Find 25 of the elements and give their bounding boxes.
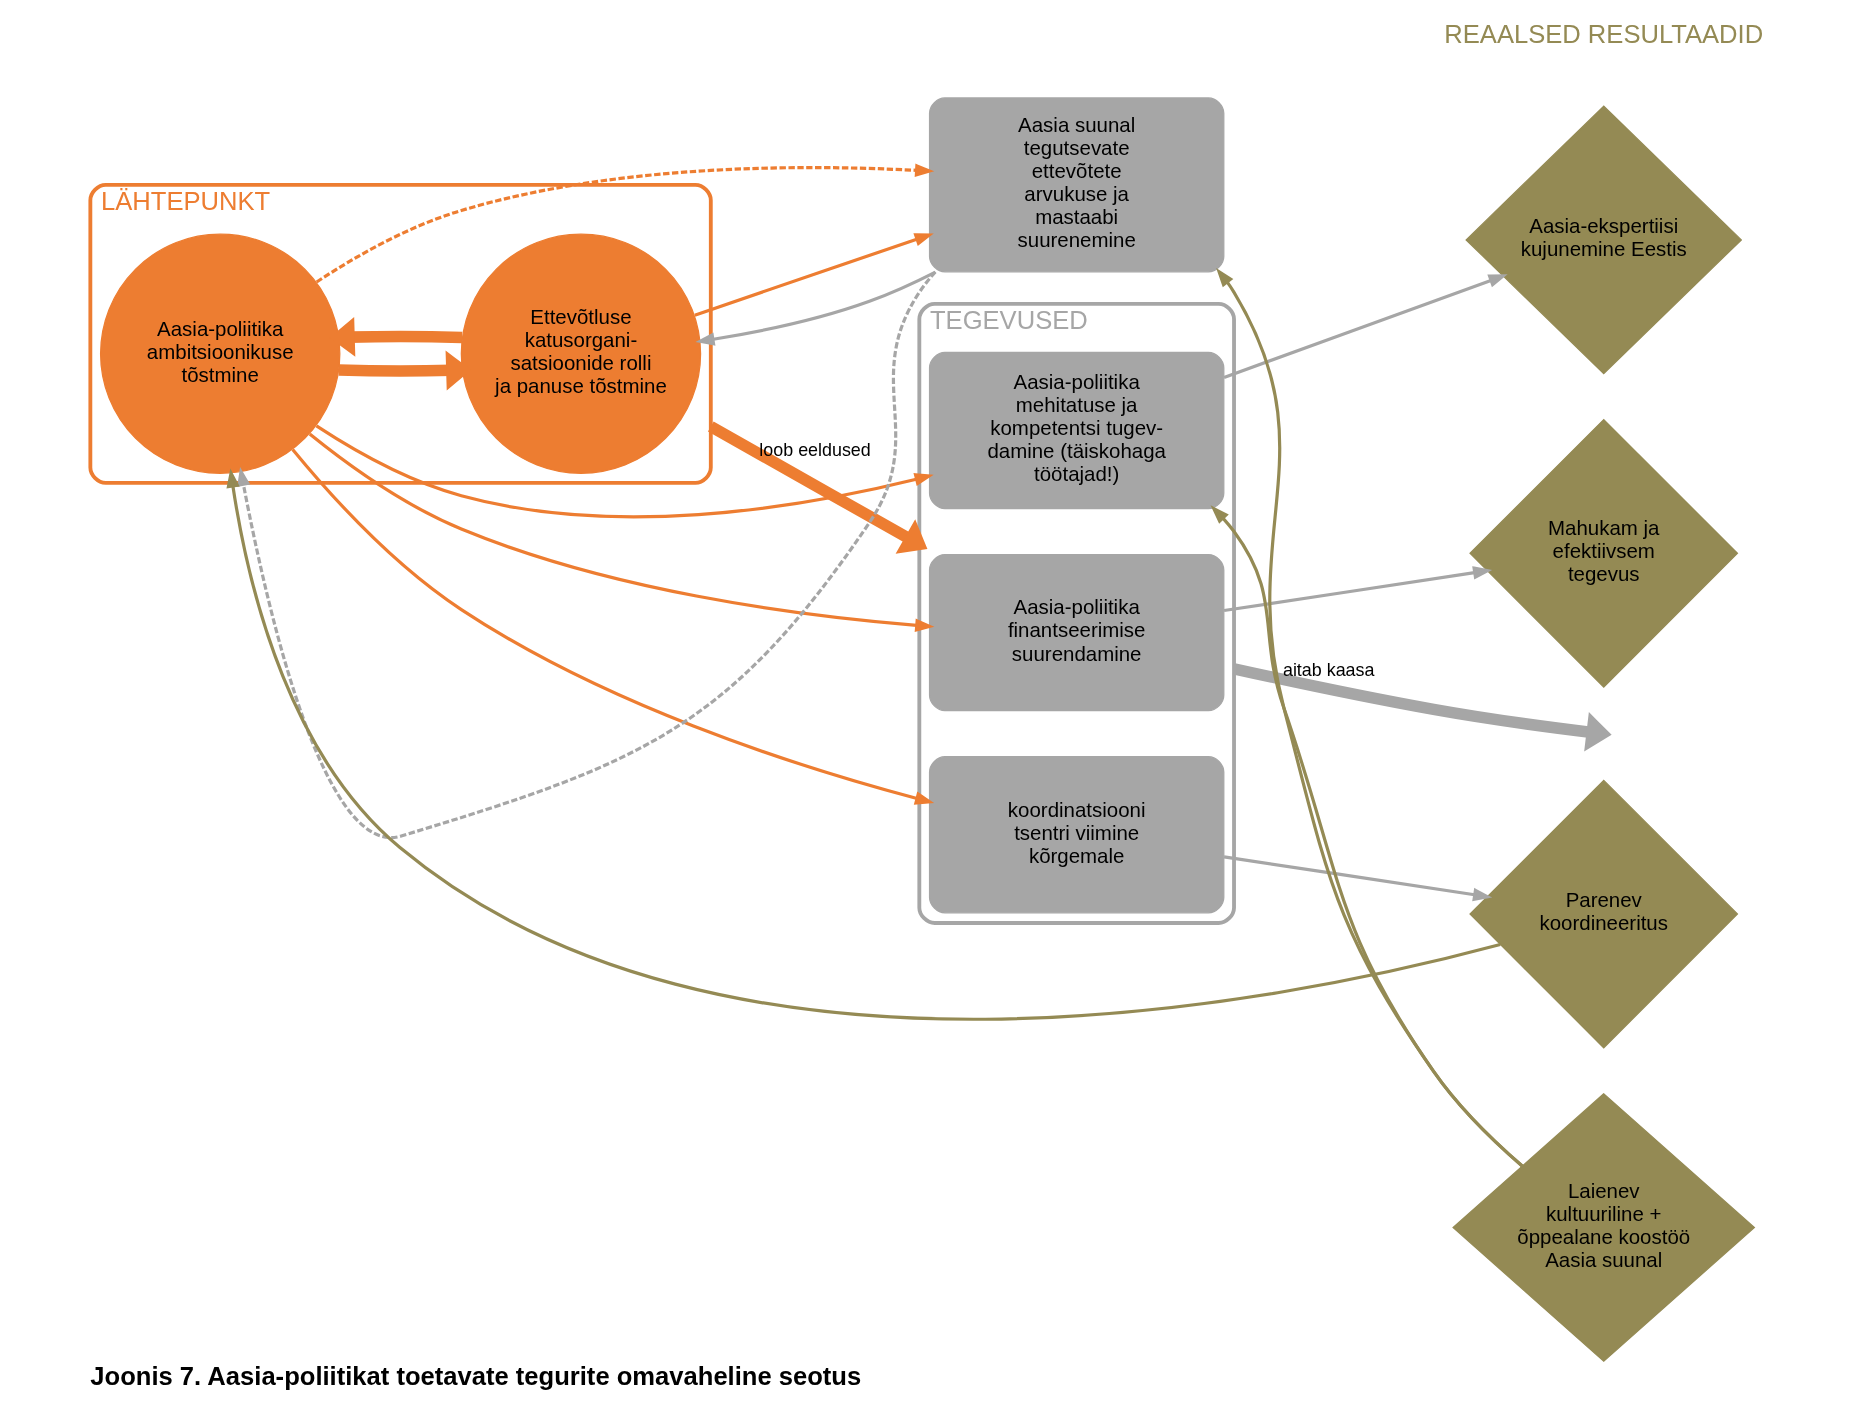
edge-label: loob eeldused [759, 440, 871, 461]
node-box: Aasia-poliitika mehitatuse ja kompetentsi tugev- damine (täiskohaga töötajad!) [928, 351, 1225, 510]
node-circle: Aasia-poliitika ambitsioonikuse tõstmine [99, 233, 341, 474]
arrow [226, 468, 1501, 1021]
edge-label: aitab kaasa [1282, 660, 1375, 681]
arrow [315, 424, 934, 519]
arrow [1216, 268, 1524, 1168]
arrow [291, 448, 935, 805]
node-box: Aasia-poliitika finantseerimise suurendamine [928, 553, 1225, 712]
arrow [695, 270, 937, 346]
node-circle: Ettevõtluse katusorgani- satsioonide rolli ja panuse tõstmine [460, 233, 702, 474]
caption: Joonis 7. Aasia-poliitikat toetavate tegurite omavaheline seotus [90, 1362, 862, 1391]
arrow [694, 233, 934, 317]
arrow [1223, 566, 1493, 613]
node-box: Aasia suunal tegutsevate ettevõtete arvukuse ja mastaabi suurenemine [928, 97, 1225, 273]
node-diamond: Laienev kultuuriline + õppealane koostöö Aasia suunal [1452, 1092, 1756, 1363]
label: REAALSED RESULTAADID [1444, 19, 1764, 48]
arrow [707, 421, 928, 554]
node-diamond: Aasia-ekspertiisi kujunemine Eestis [1465, 105, 1743, 375]
node-box: koordinatsiooni tsentri viimine kõrgemale [928, 756, 1225, 914]
arrow [237, 271, 937, 838]
arrow [1223, 855, 1493, 902]
arrow [315, 163, 935, 284]
arrow [308, 432, 935, 632]
arrow [1223, 274, 1508, 379]
